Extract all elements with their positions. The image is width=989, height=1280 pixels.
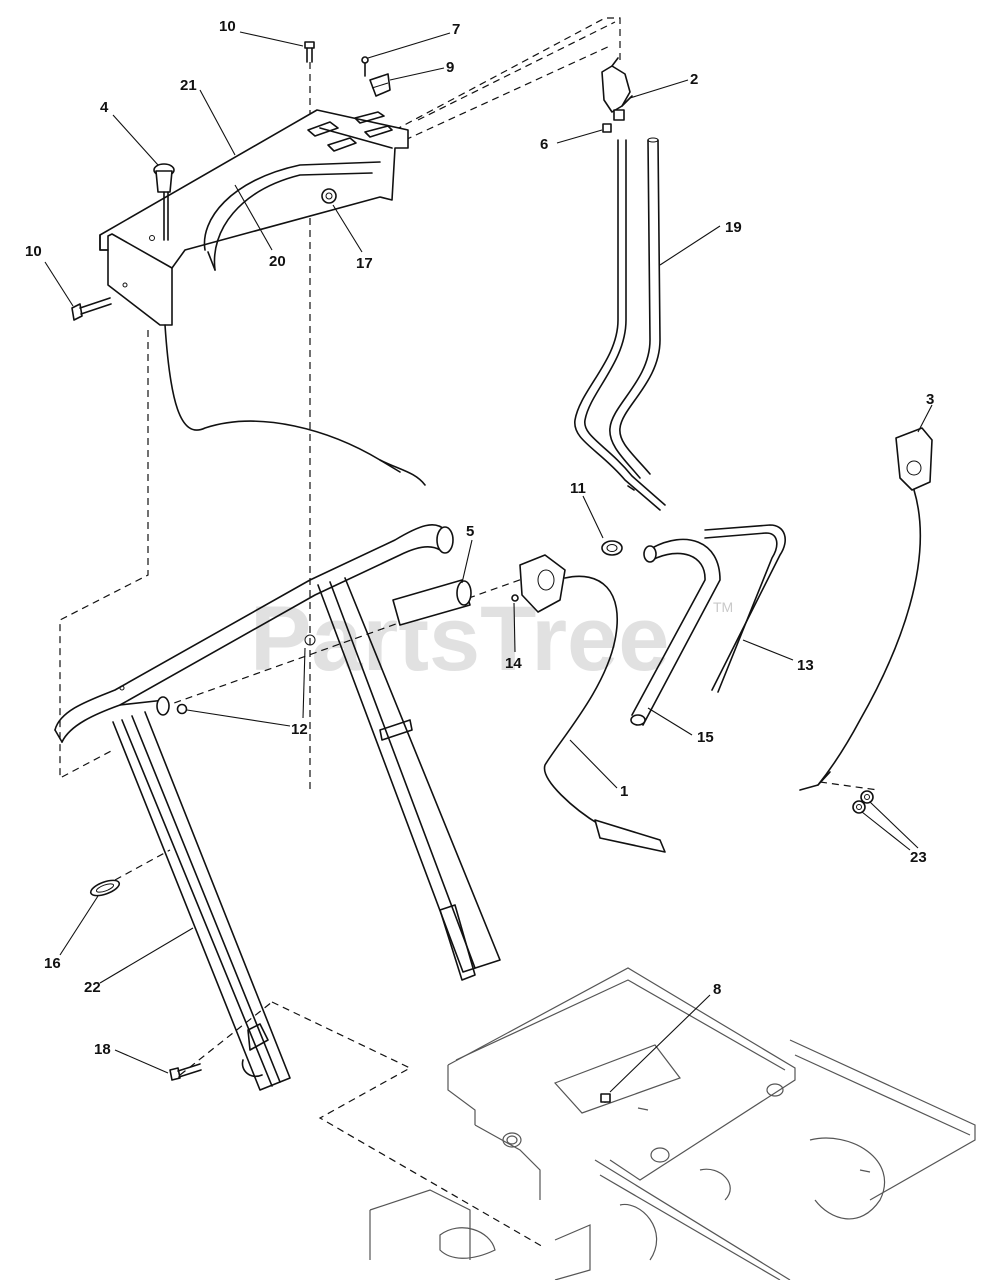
watermark-trademark: TM — [713, 599, 733, 615]
callout-7[interactable]: 7 — [452, 21, 460, 38]
callout-15[interactable]: 15 — [697, 729, 714, 746]
callout-14[interactable]: 14 — [505, 655, 522, 672]
callout-6[interactable]: 6 — [540, 136, 548, 153]
ignition-key-part-4[interactable] — [153, 163, 175, 241]
callout-5[interactable]: 5 — [466, 523, 474, 540]
throttle-cable[interactable] — [164, 324, 426, 486]
callout-17[interactable]: 17 — [356, 255, 373, 272]
callout-labels: 10 7 9 21 4 20 17 10 2 6 19 3 11 5 14 13… — [25, 18, 934, 1058]
bolt-part-10-left[interactable] — [71, 297, 112, 321]
nut-part-8[interactable] — [600, 1093, 611, 1103]
callout-8[interactable]: 8 — [713, 981, 721, 998]
grip-part-5[interactable] — [392, 579, 472, 626]
bolt-part-18[interactable] — [169, 1063, 202, 1081]
callout-19[interactable]: 19 — [725, 219, 742, 236]
nut-part-17[interactable] — [321, 188, 337, 204]
control-rod-part-19[interactable] — [574, 137, 666, 511]
callout-1[interactable]: 1 — [620, 783, 628, 800]
clip-part-16[interactable] — [89, 877, 121, 899]
alignment-lines — [59, 17, 879, 1249]
callout-23[interactable]: 23 — [910, 849, 927, 866]
nut-part-12[interactable] — [176, 634, 316, 715]
callout-16[interactable]: 16 — [44, 955, 61, 972]
handle-leg-right[interactable] — [317, 577, 501, 981]
callout-3[interactable]: 3 — [926, 391, 934, 408]
knob-part-9[interactable] — [369, 73, 391, 97]
bail-part-1[interactable] — [543, 575, 666, 853]
callout-18[interactable]: 18 — [94, 1041, 111, 1058]
callout-9[interactable]: 9 — [446, 59, 454, 76]
handle-frame[interactable] — [54, 524, 454, 743]
callout-10-left[interactable]: 10 — [25, 243, 42, 260]
callout-10-top[interactable]: 10 — [219, 18, 236, 35]
handle-leg-part-22[interactable] — [112, 711, 291, 1091]
callout-2[interactable]: 2 — [690, 71, 698, 88]
watermark: PartsTree TM — [250, 588, 733, 690]
callout-11[interactable]: 11 — [570, 480, 586, 497]
leader-lines — [44, 31, 933, 1093]
bent-tube-part-15[interactable] — [630, 538, 721, 726]
grommet-part-11[interactable] — [601, 540, 623, 556]
callout-13[interactable]: 13 — [797, 657, 814, 674]
callout-21[interactable]: 21 — [180, 77, 197, 94]
bolt-part-10-top[interactable] — [304, 41, 315, 63]
chassis-frame — [369, 967, 976, 1280]
nuts-part-23[interactable] — [852, 790, 874, 814]
nut-part-6[interactable] — [602, 123, 612, 133]
rod-part-13[interactable] — [704, 524, 786, 693]
control-lever-part-2[interactable] — [601, 57, 633, 121]
callout-20[interactable]: 20 — [269, 253, 286, 270]
bracket-part-14[interactable] — [511, 554, 566, 613]
callout-12[interactable]: 12 — [291, 721, 308, 738]
screw-part-7[interactable] — [361, 56, 369, 77]
callout-22[interactable]: 22 — [84, 979, 101, 996]
switch-part-3[interactable] — [799, 427, 933, 791]
callout-4[interactable]: 4 — [100, 99, 109, 116]
